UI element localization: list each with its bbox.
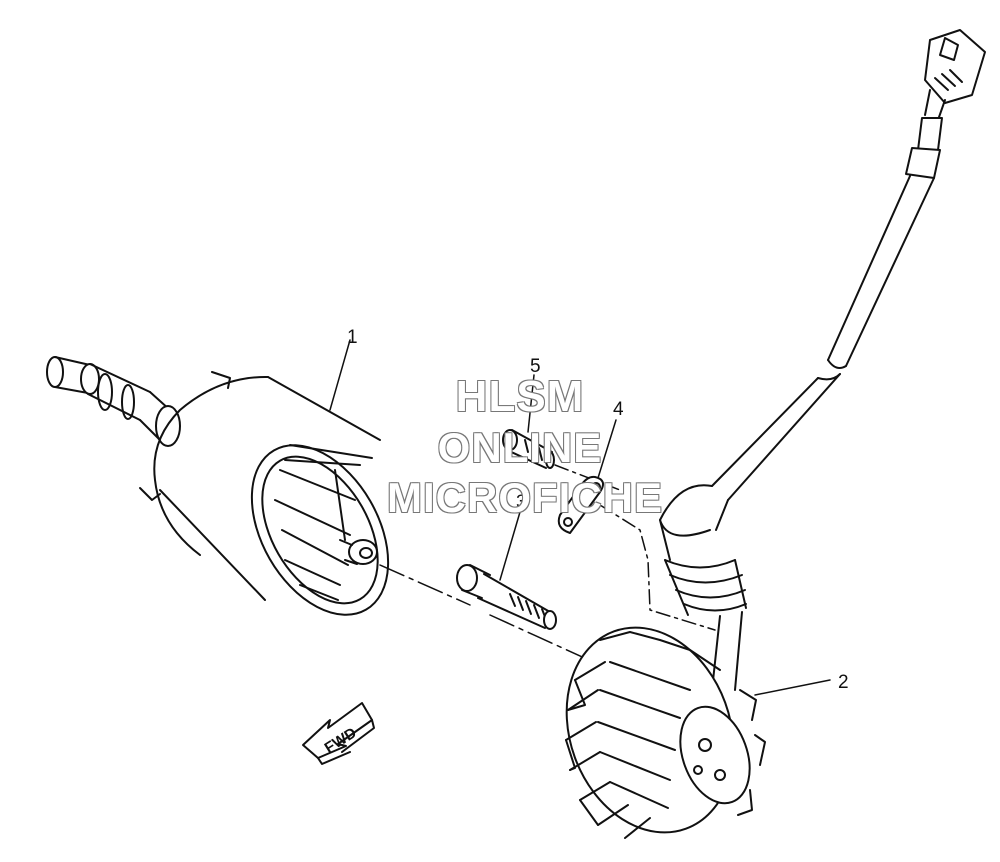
leader-line-5 — [527, 374, 535, 433]
callout-3: 3 — [516, 492, 527, 513]
leader-line-2 — [754, 679, 831, 696]
watermark-line-2: ONLINE — [437, 424, 603, 471]
callout-1: 1 — [347, 327, 358, 348]
harness-connector — [924, 29, 986, 121]
leader-line-1 — [329, 339, 351, 411]
bolt-long-part[interactable] — [456, 511, 557, 630]
fwd-arrow-icon — [302, 702, 375, 765]
rotor-body — [153, 375, 390, 616]
callout-5: 5 — [530, 356, 541, 377]
screw-small-part[interactable] — [502, 374, 621, 491]
rotor-part[interactable] — [46, 339, 416, 639]
rotor-shaft — [46, 356, 181, 447]
callout-4: 4 — [613, 399, 624, 420]
stator-core — [565, 626, 766, 839]
watermark-line-3: MICROFICHE — [387, 474, 663, 521]
callout-2: 2 — [838, 672, 849, 693]
stator-part[interactable] — [539, 29, 986, 856]
clamp-plate-part[interactable] — [557, 419, 716, 631]
harness-cable — [827, 175, 935, 367]
leader-line-3 — [499, 511, 521, 581]
leader-line-4 — [597, 419, 617, 479]
watermark-line-1: HLSM — [455, 372, 585, 421]
